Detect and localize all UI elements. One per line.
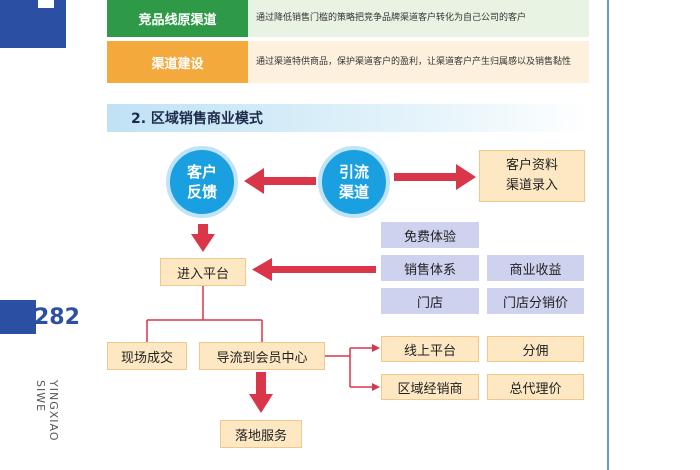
onsite-deal-box: 现场成交 — [107, 342, 187, 370]
branch-lines — [146, 286, 263, 342]
arrow-to-online-platform — [372, 344, 380, 352]
vertical-caption: YINGXIAO SIWE — [34, 380, 60, 442]
table-row-1-description: 通过降低销售门槛的策略把竞争品牌渠道客户转化为自己公司的客户 — [248, 0, 589, 37]
landing-service-box: 落地服务 — [220, 420, 302, 448]
arrow-to-customer-data — [394, 164, 476, 190]
business-income-box: 商业收益 — [487, 255, 584, 281]
enter-platform-box: 进入平台 — [160, 258, 246, 286]
general-agent-price-box: 总代理价 — [487, 374, 584, 400]
section-title: 2. 区域销售商业模式 — [107, 104, 590, 132]
member-center-branches — [325, 347, 374, 388]
arrow-down-to-platform — [191, 224, 215, 252]
corner-block — [0, 0, 66, 48]
circle-feedback-line-1: 客户 — [186, 163, 217, 181]
store-box: 门店 — [381, 288, 479, 314]
arrow-to-regional-dealer — [372, 383, 380, 391]
regional-dealer-box: 区域经销商 — [381, 374, 479, 400]
page-number-bar — [0, 300, 36, 334]
frame-line — [607, 0, 609, 470]
arrow-down-to-landing — [249, 372, 273, 413]
customer-data-line-2: 渠道录入 — [505, 178, 558, 193]
table-row-2-label: 渠道建设 — [107, 41, 248, 83]
traffic-channel-circle: 引流 渠道 — [318, 146, 390, 218]
member-center-box: 导流到会员中心 — [199, 342, 325, 370]
circle-feedback-line-2: 反馈 — [186, 183, 217, 201]
customer-feedback-circle: 客户 反馈 — [166, 146, 238, 218]
free-trial-box: 免费体验 — [381, 222, 479, 248]
arrow-to-platform — [252, 258, 376, 281]
store-distribution-price-box: 门店分销价 — [487, 288, 584, 314]
table-row-2-description: 通过渠道特供商品，保护渠道客户的盈利，让渠道客户产生归属感以及销售黏性 — [248, 41, 589, 83]
corner-block-mark — [38, 0, 54, 8]
circle-channel-line-1: 引流 — [338, 163, 369, 181]
customer-data-box: 客户资料 渠道录入 — [479, 150, 585, 202]
commission-box: 分佣 — [487, 336, 584, 362]
customer-data-line-1: 客户资料 — [505, 158, 558, 173]
circle-channel-line-2: 渠道 — [338, 183, 369, 201]
online-platform-box: 线上平台 — [381, 336, 479, 362]
sales-system-box: 销售体系 — [381, 255, 479, 281]
page-number: 282 — [34, 305, 80, 330]
table-row-1-label: 竞品线原渠道 — [107, 0, 248, 37]
arrow-to-feedback — [244, 168, 316, 194]
